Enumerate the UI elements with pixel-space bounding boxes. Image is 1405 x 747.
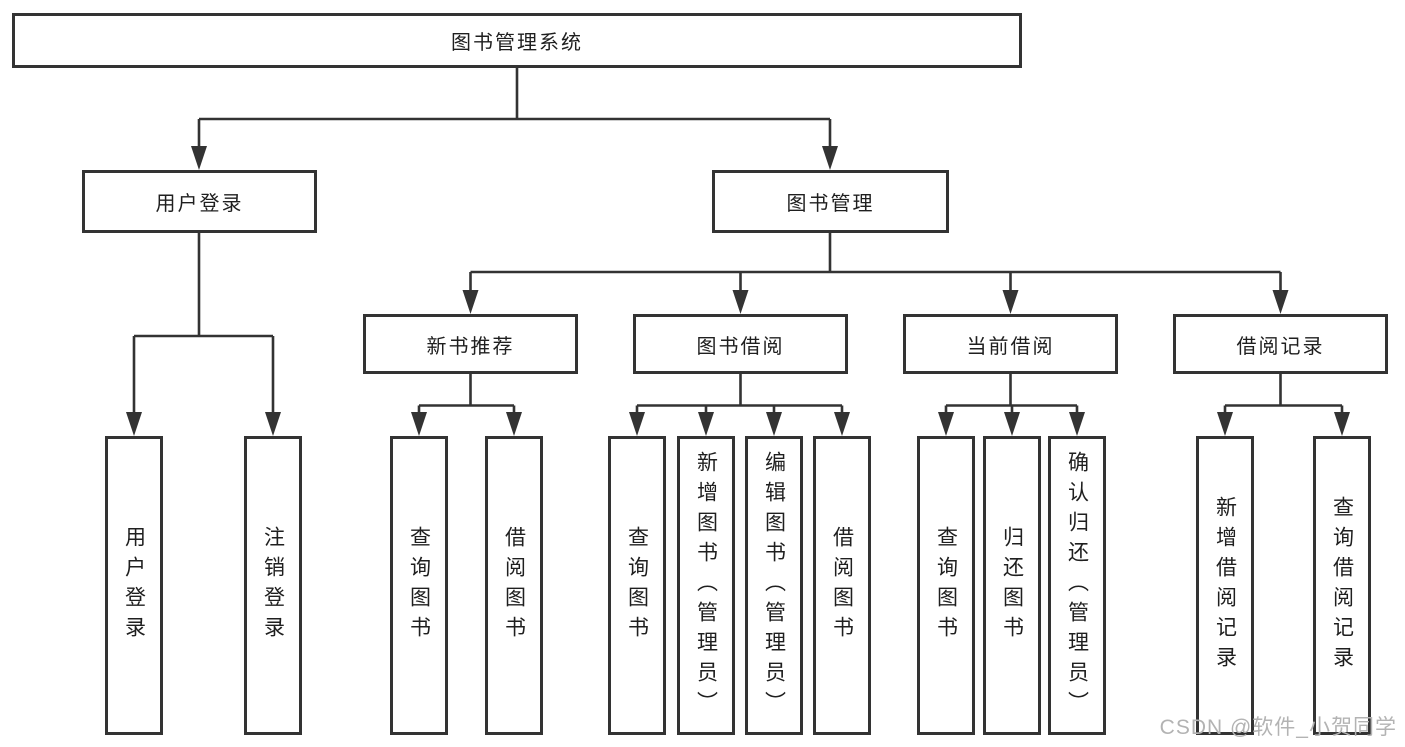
leaf-current-confirm-admin: 确认归还（管理员）	[1048, 436, 1106, 735]
down-arrow-icon	[265, 412, 281, 436]
leaf-records-query: 查询借阅记录	[1313, 436, 1371, 735]
down-arrow-icon	[1002, 290, 1019, 314]
leaf-label: 新增借阅记录	[1213, 495, 1237, 676]
node-new-book: 新书推荐	[363, 314, 578, 374]
down-arrow-icon	[766, 412, 782, 436]
node-book-borrow-label: 图书借阅	[696, 335, 785, 358]
leaf-label: 编辑图书（管理员）	[762, 450, 786, 721]
node-user-login: 用户登录	[82, 170, 317, 233]
down-arrow-icon	[506, 412, 522, 436]
leaf-current-return: 归还图书	[983, 436, 1041, 735]
node-root-label: 图书管理系统	[451, 32, 583, 54]
down-arrow-icon	[191, 146, 207, 170]
leaf-user-login: 用户登录	[105, 436, 163, 735]
down-arrow-icon	[822, 146, 838, 170]
node-current-borrow: 当前借阅	[903, 314, 1118, 374]
down-arrow-icon	[834, 412, 850, 436]
down-arrow-icon	[938, 412, 954, 436]
leaf-label: 新增图书（管理员）	[694, 450, 718, 721]
leaf-label: 借阅图书	[502, 525, 526, 646]
leaf-records-add: 新增借阅记录	[1196, 436, 1254, 735]
leaf-label: 借阅图书	[830, 525, 854, 646]
leaf-label: 查询图书	[625, 525, 649, 646]
down-arrow-icon	[462, 290, 479, 314]
node-book-borrow: 图书借阅	[633, 314, 848, 374]
node-user-login-label: 用户登录	[155, 193, 244, 215]
leaf-borrow-add-admin: 新增图书（管理员）	[677, 436, 735, 735]
down-arrow-icon	[1069, 412, 1085, 436]
node-borrow-records-label: 借阅记录	[1236, 335, 1325, 358]
leaf-newbook-query: 查询图书	[390, 436, 448, 735]
down-arrow-icon	[1272, 290, 1289, 314]
connector-book-mgmt	[469, 233, 1282, 293]
node-borrow-records: 借阅记录	[1173, 314, 1388, 374]
node-new-book-label: 新书推荐	[426, 335, 515, 358]
leaf-label: 查询借阅记录	[1330, 495, 1354, 676]
leaf-label: 归还图书	[1000, 525, 1024, 646]
node-book-mgmt-label: 图书管理	[786, 193, 875, 215]
down-arrow-icon	[629, 412, 645, 436]
watermark: CSDN @软件_小贺同学	[1159, 716, 1397, 739]
leaf-newbook-borrow: 借阅图书	[485, 436, 543, 735]
down-arrow-icon	[698, 412, 714, 436]
down-arrow-icon	[1217, 412, 1233, 436]
leaf-label: 用户登录	[122, 525, 146, 646]
leaf-label: 查询图书	[934, 525, 958, 646]
connector-new-book	[417, 374, 516, 415]
connector-root	[197, 68, 832, 149]
connector-borrow-records	[1223, 374, 1344, 415]
leaf-label: 查询图书	[407, 525, 431, 646]
leaf-borrow-query: 查询图书	[608, 436, 666, 735]
down-arrow-icon	[1334, 412, 1350, 436]
node-book-mgmt: 图书管理	[712, 170, 949, 233]
node-current-borrow-label: 当前借阅	[966, 335, 1055, 358]
leaf-borrow-borrow: 借阅图书	[813, 436, 871, 735]
leaf-label: 注销登录	[261, 525, 285, 646]
leaf-label: 确认归还（管理员）	[1065, 450, 1089, 721]
leaf-logout: 注销登录	[244, 436, 302, 735]
leaf-current-query: 查询图书	[917, 436, 975, 735]
down-arrow-icon	[126, 412, 142, 436]
leaf-borrow-edit-admin: 编辑图书（管理员）	[745, 436, 803, 735]
down-arrow-icon	[411, 412, 427, 436]
down-arrow-icon	[732, 290, 749, 314]
connector-current-borrow	[944, 374, 1079, 415]
down-arrow-icon	[1004, 412, 1020, 436]
connector-book-borrow	[635, 374, 844, 415]
connector-user-login	[132, 233, 275, 415]
node-root: 图书管理系统	[12, 13, 1022, 68]
